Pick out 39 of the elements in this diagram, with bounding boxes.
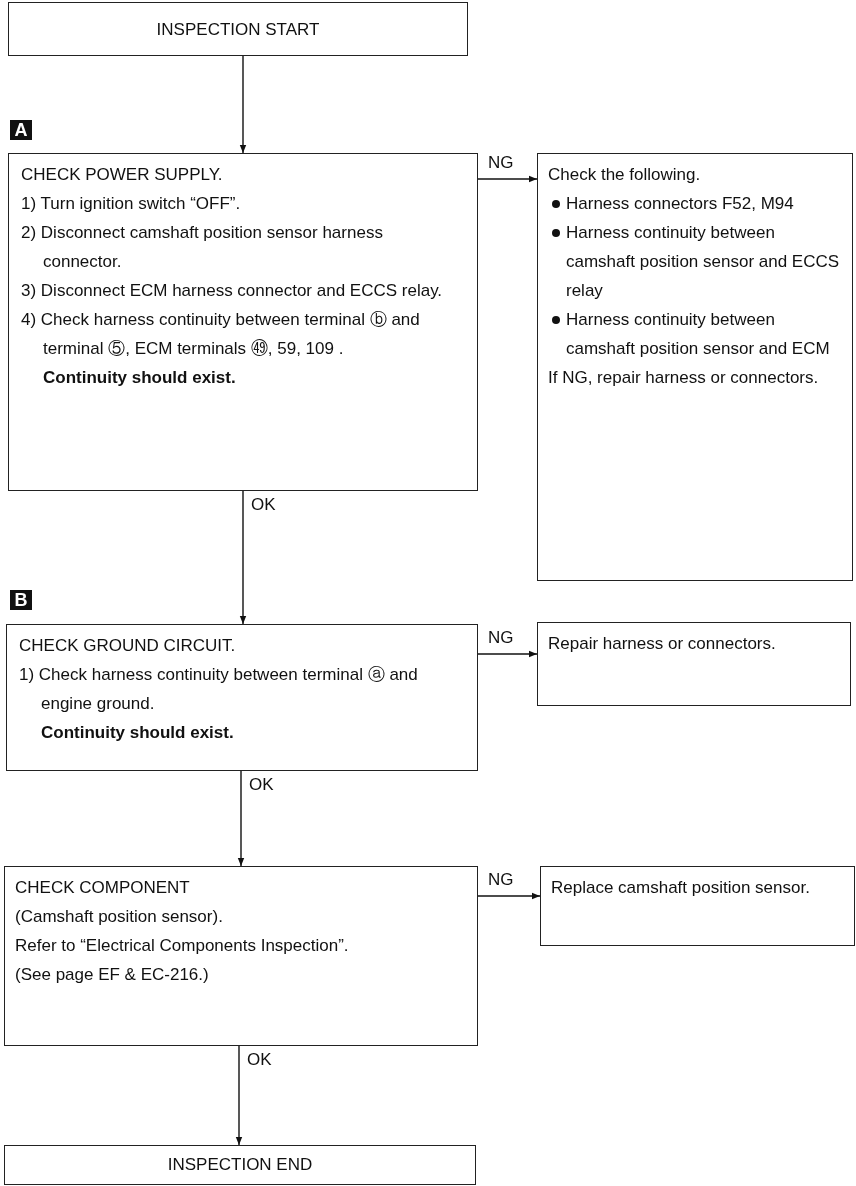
step-marker: B bbox=[10, 590, 32, 610]
step-text: INSPECTION START bbox=[156, 20, 320, 39]
step-text: Check the following. bbox=[548, 165, 701, 184]
process-box bbox=[8, 2, 468, 56]
bullet-text: Harness continuity between camshaft position sensor and ECM bbox=[566, 310, 830, 358]
process-box bbox=[537, 153, 853, 581]
arrow bbox=[477, 175, 538, 183]
process-box bbox=[540, 866, 855, 946]
step-text: (See page EF & EC-216.) bbox=[15, 965, 209, 984]
step-text: Repair harness or connectors. bbox=[548, 634, 776, 653]
process-box bbox=[4, 1145, 476, 1185]
process-box bbox=[537, 622, 851, 706]
step-text: 4) Check harness continuity between terminal ⓑ and terminal ⑤, ECM terminals ㊾, 59, 109 . bbox=[21, 310, 420, 358]
step-text: 1) Check harness continuity between terminal ⓐ and engine ground. bbox=[19, 665, 418, 713]
bullet-text: Harness continuity between camshaft position sensor and ECCS relay bbox=[566, 223, 840, 300]
step-marker: A bbox=[10, 120, 32, 140]
process-box bbox=[4, 866, 478, 1046]
process-box bbox=[6, 624, 478, 771]
process-box bbox=[8, 153, 478, 491]
arrow bbox=[477, 892, 541, 900]
step-text: CHECK COMPONENT bbox=[15, 878, 190, 897]
arrow bbox=[477, 650, 538, 658]
step-text: 1) Turn ignition switch “OFF”. bbox=[21, 194, 241, 213]
step-text: Continuity should exist. bbox=[41, 723, 234, 742]
step-text: If NG, repair harness or connectors. bbox=[548, 368, 819, 387]
step-text: 3) Disconnect ECM harness connector and ECCS relay. bbox=[21, 281, 443, 300]
arrow bbox=[235, 1045, 243, 1146]
step-text: Continuity should exist. bbox=[43, 368, 236, 387]
step-text: 2) Disconnect camshaft position sensor harness connector. bbox=[21, 223, 383, 271]
step-text: CHECK POWER SUPPLY. bbox=[21, 165, 223, 184]
arrow bbox=[239, 490, 247, 625]
arrow bbox=[237, 770, 245, 867]
step-text: CHECK GROUND CIRCUIT. bbox=[19, 636, 236, 655]
arrow bbox=[239, 55, 247, 154]
step-text: Replace camshaft position sensor. bbox=[551, 878, 810, 897]
step-text: Refer to “Electrical Components Inspection”. bbox=[15, 936, 349, 955]
step-text: INSPECTION END bbox=[167, 1155, 313, 1174]
bullet-text: Harness connectors F52, M94 bbox=[566, 194, 794, 213]
step-text: (Camshaft position sensor). bbox=[15, 907, 223, 926]
